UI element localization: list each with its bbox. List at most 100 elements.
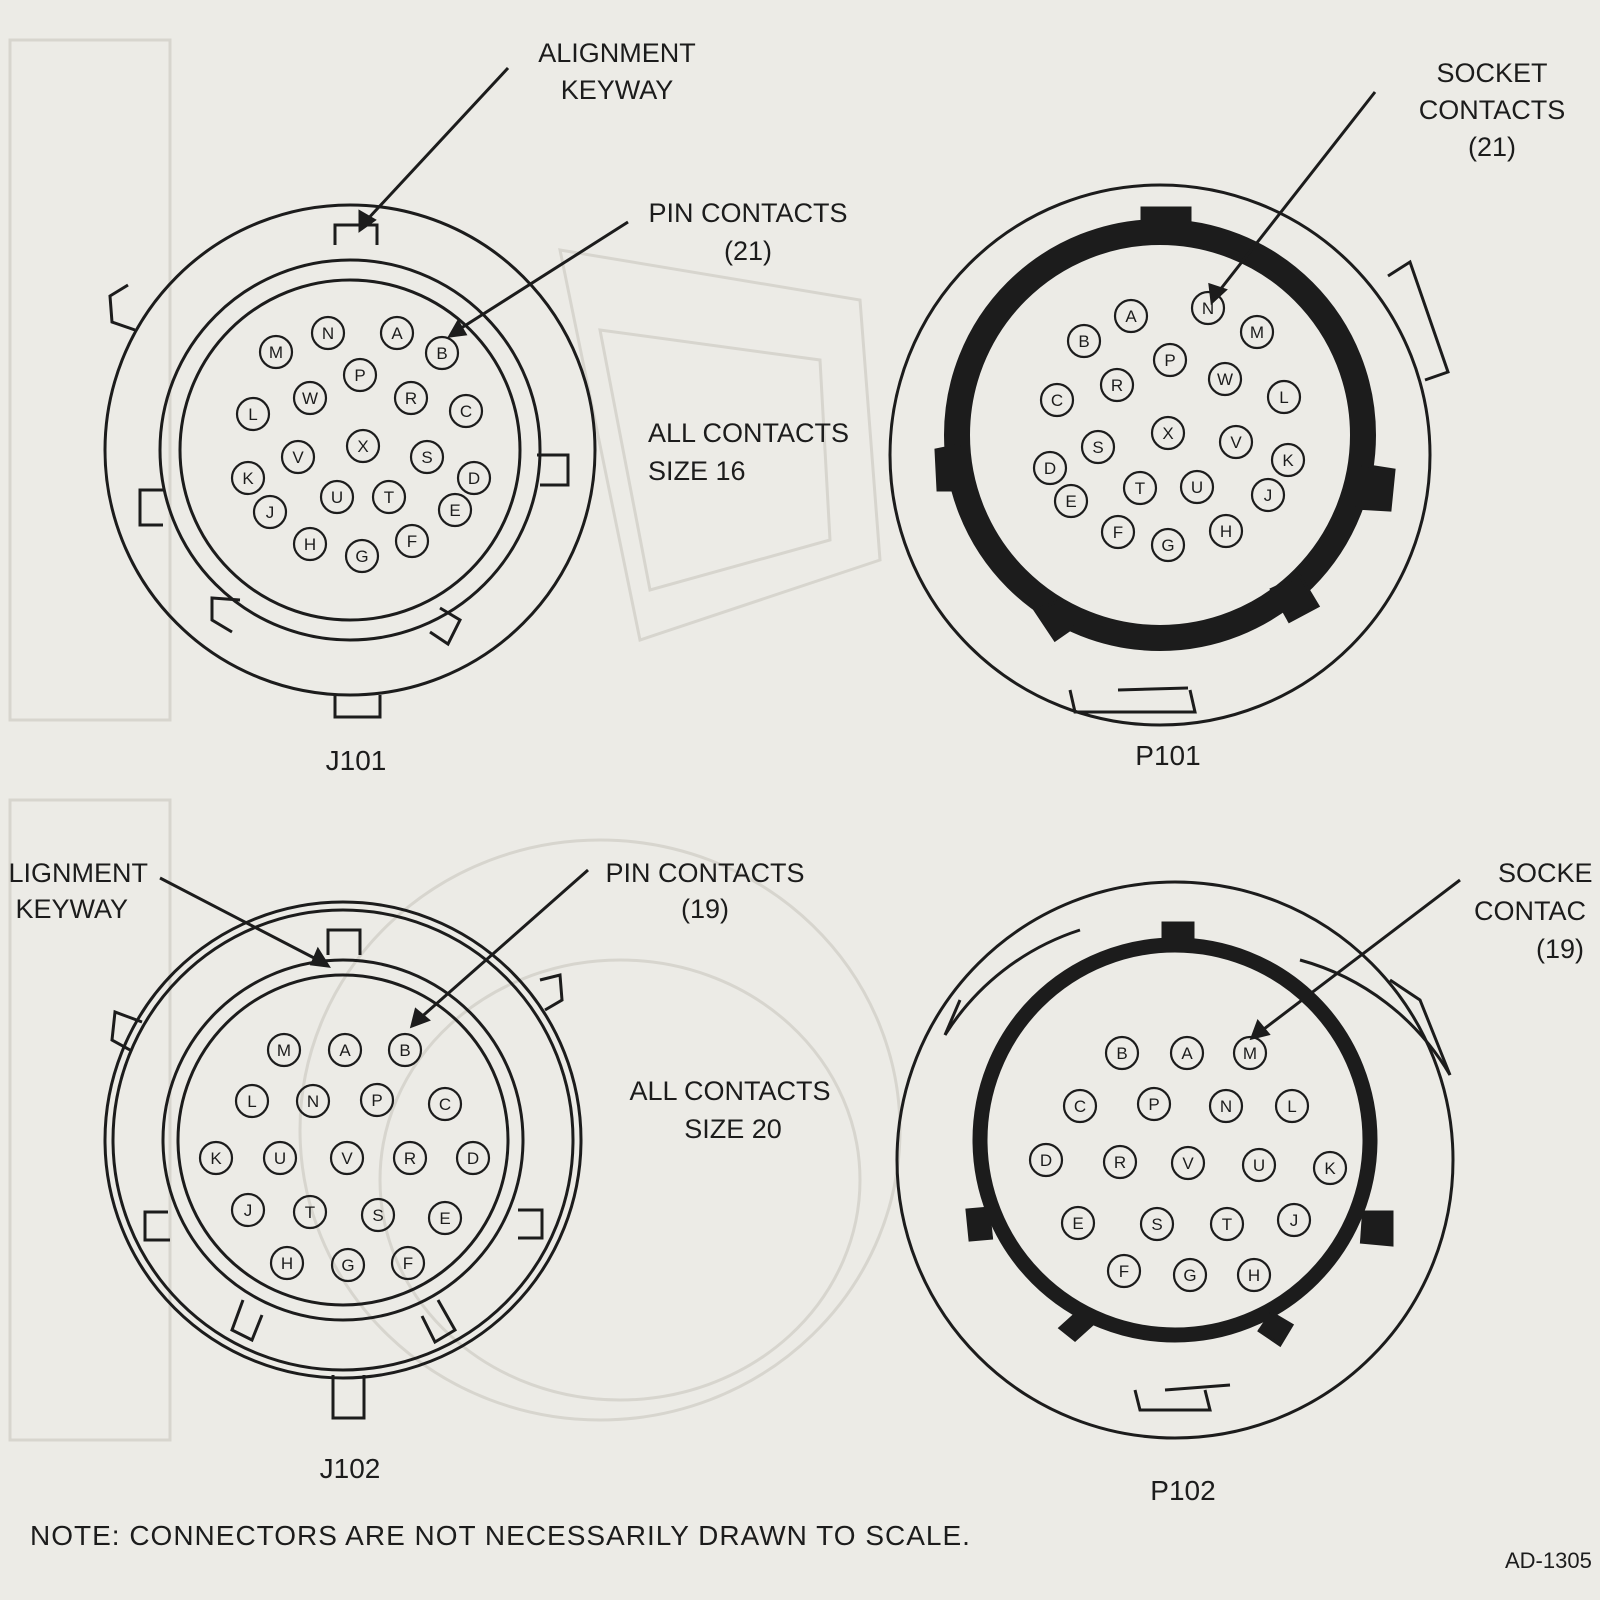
contact-letter: E [1072,1214,1083,1233]
p102-contact-v: V [1170,1145,1206,1181]
contact-letter: R [405,389,417,408]
j102-contact-r: R [392,1140,428,1176]
contact-letter: P [1148,1095,1159,1114]
connector-p102 [895,880,1455,1440]
contact-circle [344,538,380,574]
contact-letter: N [1220,1097,1232,1116]
j101-contact-p: P [342,357,378,393]
j101-contact-t: T [371,479,407,515]
contact-letter: L [1287,1097,1296,1116]
contact-circle [1276,1202,1312,1238]
contact-circle [379,315,415,351]
connector-p101 [888,183,1450,727]
contact-letter: D [1044,459,1056,478]
p101-contact-f: F [1100,514,1136,550]
p101-contact-j: J [1250,477,1286,513]
contact-letter: F [407,532,417,551]
j102-pins-label-2: (19) [681,894,729,924]
figure-id: AD-1305 [1505,1548,1592,1573]
contact-circle [258,334,294,370]
contact-circle [1039,382,1075,418]
contact-letter: M [1250,323,1264,342]
contact-letter: L [248,405,257,424]
contact-circle [424,335,460,371]
contact-letter: V [341,1149,353,1168]
contact-circle [1060,1205,1096,1241]
contact-letter: J [244,1201,253,1220]
p102-sockets-label-1: SOCKE [1498,858,1593,888]
contact-letter: K [210,1149,222,1168]
contact-letter: T [384,488,394,507]
contact-circle [342,357,378,393]
contact-circle [1080,429,1116,465]
contact-circle [427,1086,463,1122]
contact-circle [1266,379,1302,415]
j102-contact-s: S [360,1197,396,1233]
contact-letter: W [1217,370,1233,389]
contact-letter: U [331,488,343,507]
contact-circle [252,494,288,530]
contact-letter: H [1220,522,1232,541]
contact-circle [1208,1088,1244,1124]
contact-letter: P [1164,351,1175,370]
contact-circle [1270,442,1306,478]
contact-letter: D [468,469,480,488]
contact-circle [1170,1145,1206,1181]
p101-contact-m: M [1239,314,1275,350]
background-ghost-drawing [8,38,902,1442]
p102-contact-f: F [1106,1253,1142,1289]
contact-letter: J [266,503,275,522]
contact-letter: F [403,1254,413,1273]
contact-circle [1062,1088,1098,1124]
j102-contact-k: K [198,1140,234,1176]
j101-contact-b: B [424,335,460,371]
contact-circle [235,396,271,432]
j101-contact-x: X [345,428,381,464]
j102-contact-a: A [327,1032,363,1068]
contact-circle [295,1083,331,1119]
contact-letter: G [1161,536,1174,555]
contact-letter: K [242,469,254,488]
p102-contact-k: K [1312,1150,1348,1186]
p101-name: P101 [1135,740,1200,771]
p101-contact-k: K [1270,442,1306,478]
j101-keyway-label-2: KEYWAY [561,75,674,105]
p101-contact-b: B [1066,323,1102,359]
j102-contact-l: L [234,1083,270,1119]
j102-contact-u: U [262,1140,298,1176]
p102-contact-l: L [1274,1088,1310,1124]
p101-contact-h: H [1208,513,1244,549]
contact-letter: R [404,1149,416,1168]
p101-contact-r: R [1099,367,1135,403]
contact-letter: C [439,1095,451,1114]
p102-name: P102 [1150,1475,1215,1506]
contact-letter: U [1253,1156,1265,1175]
p101-contact-a: A [1113,298,1149,334]
p101-sockets-label-3: (21) [1468,132,1516,162]
p102-contact-e: E [1060,1205,1096,1241]
contact-letter: J [1264,486,1273,505]
contact-circle [1172,1257,1208,1293]
contact-letter: P [354,366,365,385]
contact-circle [1152,342,1188,378]
j101-contact-h: H [292,526,328,562]
contact-circle [1179,469,1215,505]
contact-circle [456,460,492,496]
contact-letter: V [292,448,304,467]
contact-circle [1190,290,1226,326]
contact-letter: L [1279,388,1288,407]
p102-contact-n: N [1208,1088,1244,1124]
j102-contact-n: N [295,1083,331,1119]
contact-circle [392,1140,428,1176]
j101-contact-n: N [310,315,346,351]
contact-circle [455,1140,491,1176]
contact-letter: K [1324,1159,1336,1178]
contact-circle [1028,1142,1064,1178]
contact-circle [269,1245,305,1281]
p102-contact-u: U [1241,1147,1277,1183]
p101-sockets-label-1: SOCKET [1436,58,1547,88]
p101-contact-w: W [1207,361,1243,397]
